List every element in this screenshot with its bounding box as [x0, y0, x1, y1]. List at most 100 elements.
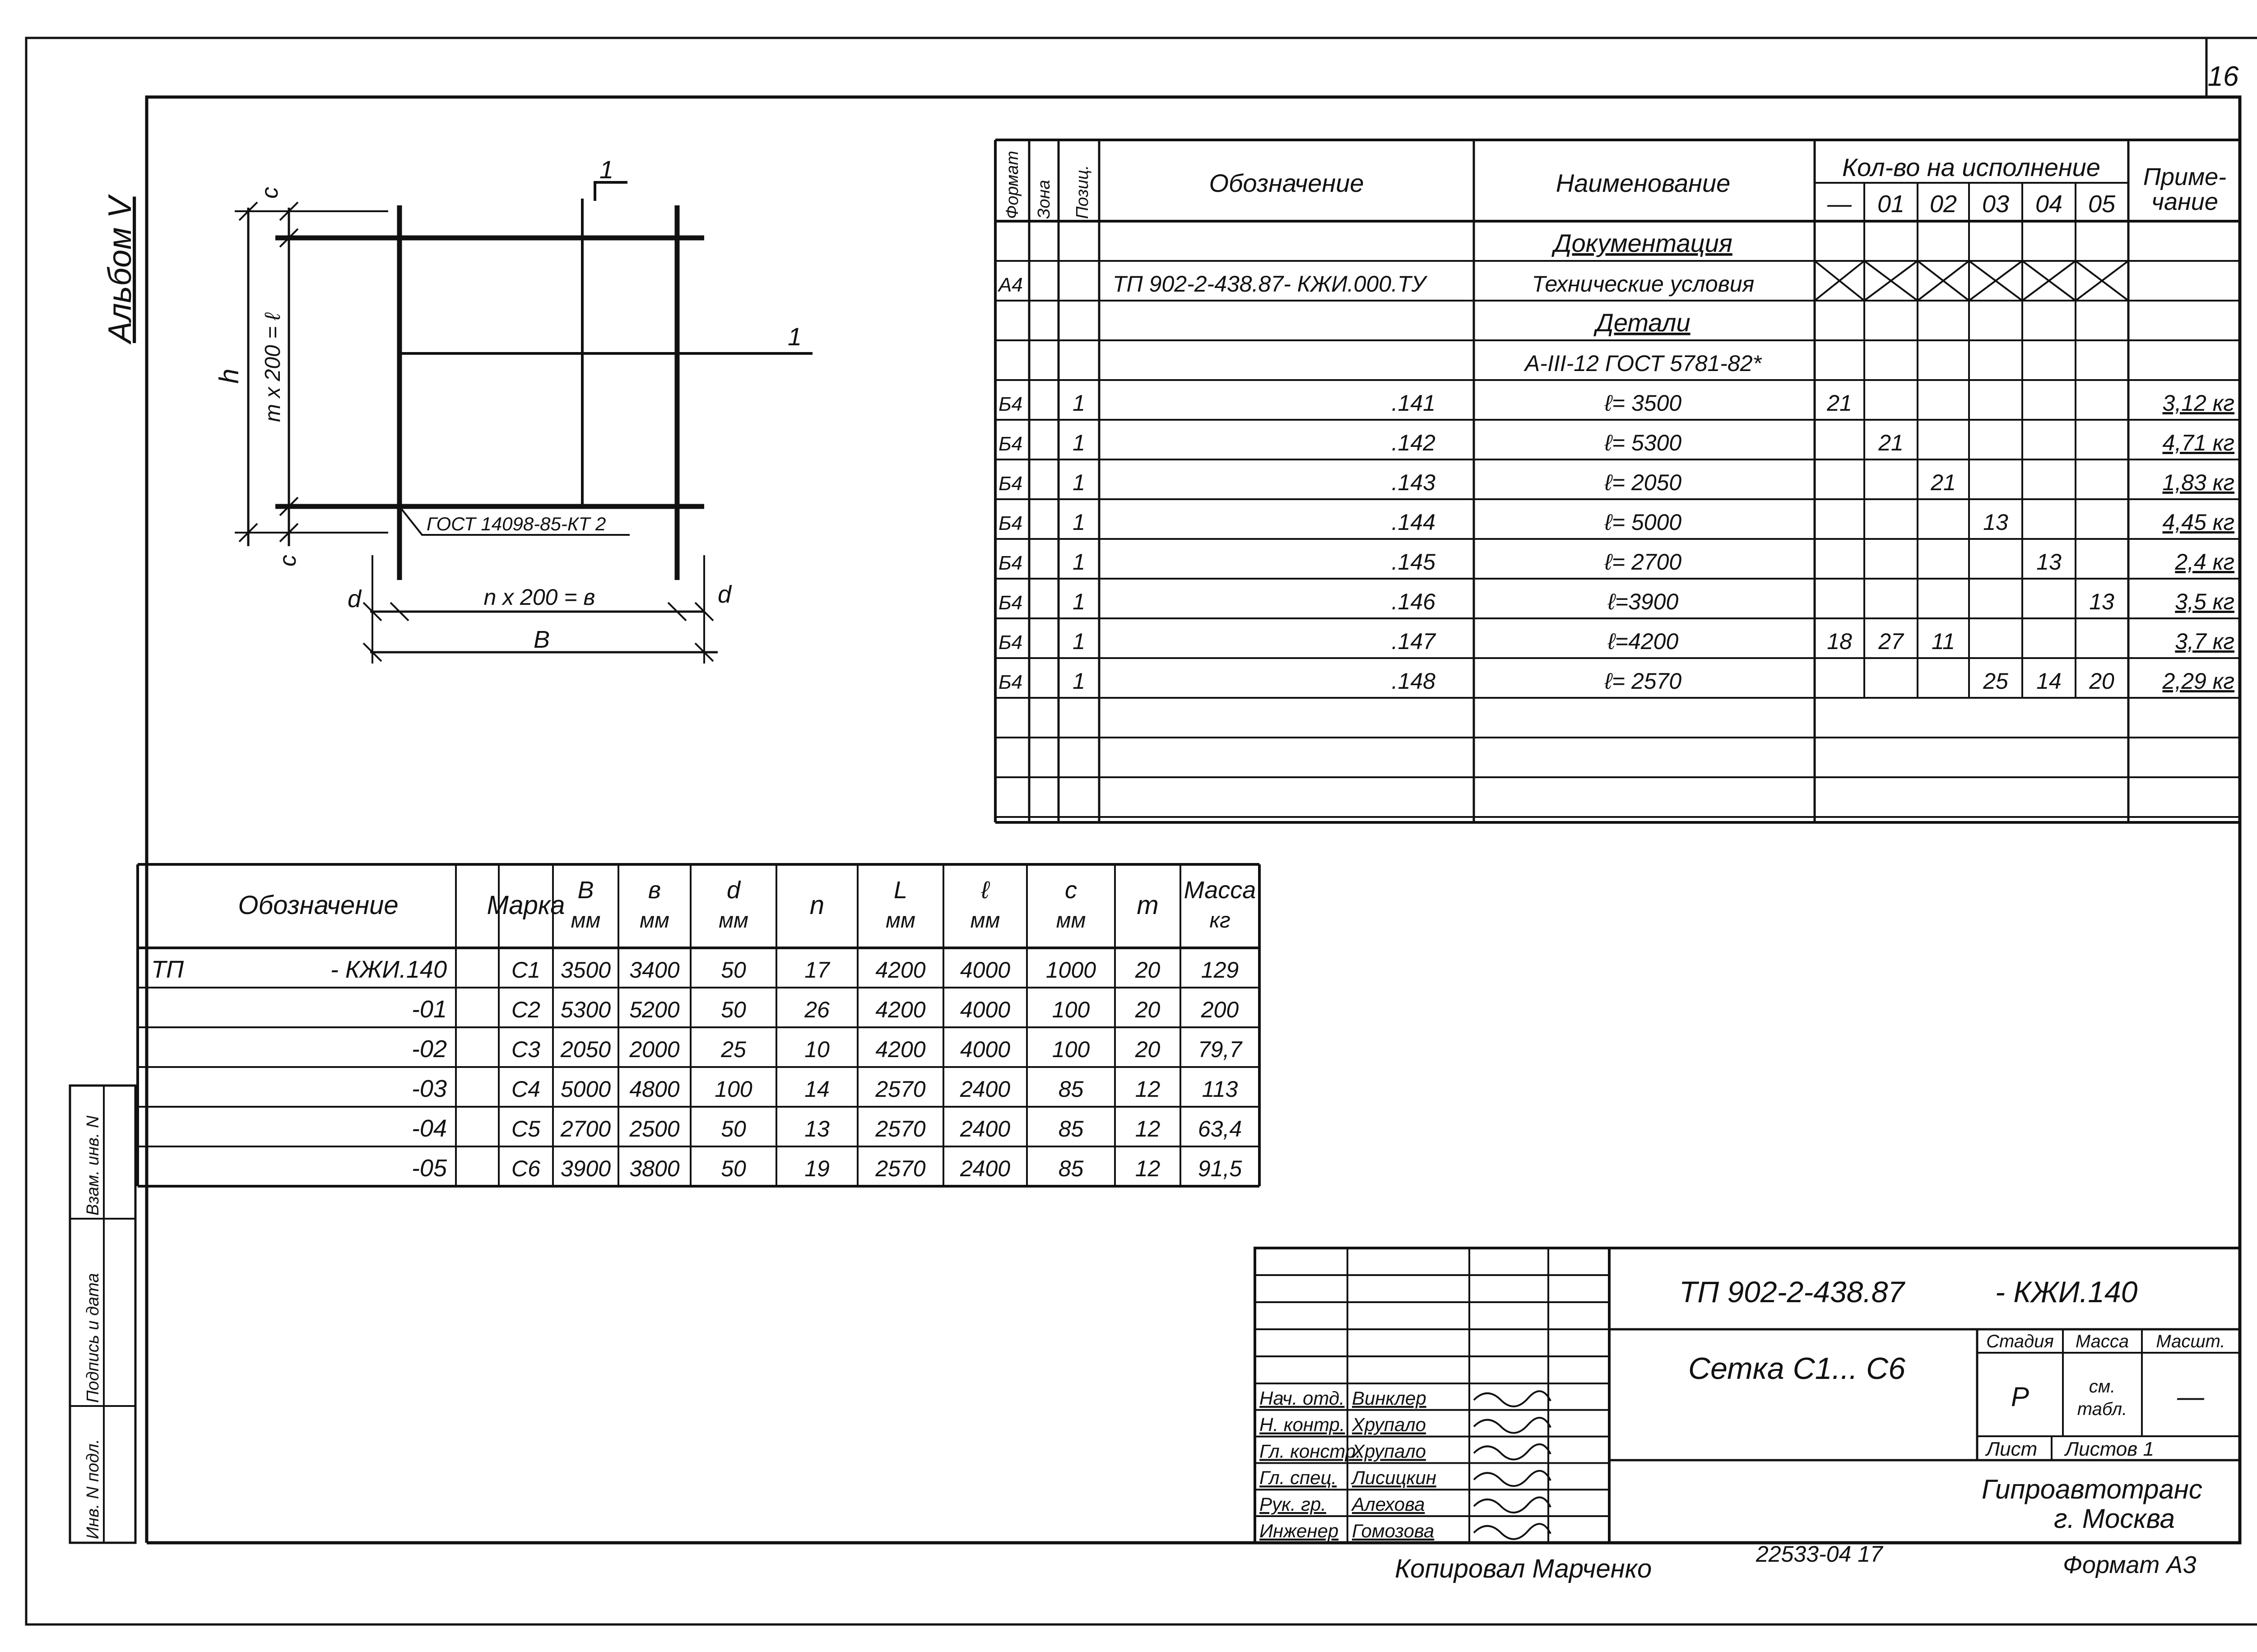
spec-format: Б4: [998, 473, 1022, 495]
marks-value: 3900: [561, 1156, 611, 1181]
dim-d-right: d: [718, 581, 732, 608]
marks-header: L: [894, 877, 907, 904]
spec-name: Детали: [1593, 308, 1690, 337]
spec-format: Б4: [998, 512, 1022, 534]
tb-mass-2: табл.: [2077, 1399, 2127, 1419]
spec-position: 1: [1073, 470, 1085, 495]
marks-value: 2500: [629, 1116, 679, 1142]
signature-name: Алехова: [1351, 1494, 1425, 1515]
spec-quantity: 20: [2089, 668, 2114, 694]
grid-line: [1814, 260, 1865, 302]
header-zone: Зона: [1035, 180, 1054, 219]
marks-value: 2570: [875, 1077, 925, 1102]
header-position: Позиц.: [1073, 165, 1092, 219]
section-mark-right: 1: [788, 322, 802, 351]
header-format: Формат: [1003, 151, 1022, 219]
marks-header: мм: [1056, 909, 1086, 933]
spec-designation: .143: [1392, 470, 1436, 495]
spec-designation: .142: [1392, 430, 1436, 455]
header-name: Наименование: [1556, 169, 1730, 197]
marks-header: d: [727, 877, 741, 904]
side-stamp-replace: Взам. инв. N: [84, 1115, 102, 1216]
tb-stage: Р: [2011, 1382, 2029, 1412]
marks-value: 2050: [560, 1037, 611, 1062]
marks-value: 14: [804, 1077, 830, 1102]
marks-value: 4000: [960, 957, 1010, 983]
spec-quantity: 13: [2036, 549, 2062, 575]
marks-value: 2400: [960, 1116, 1010, 1142]
marks-value: 100: [1052, 1037, 1090, 1062]
spec-name: ℓ=3900: [1607, 589, 1679, 614]
marks-value: 50: [721, 1156, 746, 1181]
dim-c-bottom: c: [275, 555, 301, 566]
marks-value: С4: [511, 1077, 540, 1102]
signature-name: Хрупало: [1351, 1440, 1426, 1462]
spec-quantity: 11: [1932, 629, 1955, 654]
marks-value: С6: [511, 1156, 540, 1181]
marks-header: В: [577, 877, 594, 904]
tb-doc-suffix: - КЖИ.140: [1995, 1275, 2138, 1309]
header-variant: 02: [1930, 190, 1957, 218]
spec-note: 3,5 кг: [2175, 589, 2234, 614]
marks-header: мм: [719, 909, 748, 933]
marks-value: 100: [715, 1077, 752, 1102]
spec-position: 1: [1073, 629, 1085, 654]
marks-value: 20: [1135, 957, 1161, 983]
spec-note: 3,7 кг: [2175, 629, 2234, 654]
spec-name: ℓ= 3500: [1604, 390, 1682, 416]
signature-mark: [1473, 1417, 1551, 1434]
marks-designation: -05: [412, 1155, 447, 1182]
spec-note: 3,12 кг: [2163, 390, 2234, 416]
header-variant: 03: [1982, 190, 2009, 218]
marks-value: 2000: [629, 1037, 679, 1062]
grid-line: [2021, 260, 2076, 302]
signature-name: Хрупало: [1351, 1414, 1426, 1435]
marks-value: 5000: [561, 1077, 611, 1102]
marks-value: 85: [1059, 1116, 1084, 1142]
weld-note: ГОСТ 14098-85-КТ 2: [427, 513, 606, 534]
marks-value: 50: [721, 957, 746, 983]
signature-role: Нач. отд.: [1259, 1387, 1345, 1409]
spec-note: 2,4 кг: [2174, 549, 2234, 575]
marks-designation: -02: [412, 1035, 447, 1063]
marks-value: 2570: [875, 1116, 925, 1142]
tb-mass-1: см.: [2089, 1377, 2116, 1397]
spec-designation: ТП 902-2-438.87- КЖИ.000.ТУ: [1113, 271, 1428, 297]
signature-mark: [1473, 1390, 1551, 1407]
marks-value: 12: [1135, 1116, 1161, 1142]
signature-mark: [1473, 1470, 1551, 1487]
dim-n: n x 200 = в: [483, 585, 595, 610]
dim-m: m x 200 = ℓ: [261, 312, 285, 422]
spec-designation: .144: [1392, 510, 1435, 535]
marks-designation: -01: [412, 996, 447, 1023]
tb-stage-label: Стадия: [1986, 1332, 2054, 1351]
marks-header: мм: [571, 909, 601, 933]
spec-position: 1: [1073, 430, 1085, 455]
page-number: 16: [2208, 61, 2239, 92]
spec-format: Б4: [998, 592, 1022, 614]
spec-designation: .148: [1392, 668, 1436, 694]
marks-value: 2400: [960, 1077, 1010, 1102]
marks-value: 100: [1052, 997, 1090, 1022]
header-note: чание: [2151, 188, 2218, 215]
marks-designation: - КЖИ.140: [330, 956, 447, 983]
marks-value: 12: [1135, 1077, 1161, 1102]
marks-header: n: [810, 891, 824, 920]
marks-value: 2570: [875, 1156, 925, 1181]
spec-format: Б4: [998, 671, 1022, 693]
marks-value: 20: [1135, 1037, 1161, 1062]
marks-value: 200: [1201, 997, 1239, 1022]
marks-table: [136, 863, 1261, 1188]
spec-format: Б4: [998, 552, 1022, 574]
marks-designation: -04: [412, 1115, 447, 1142]
marks-value: 25: [720, 1037, 746, 1062]
spec-name: ℓ= 2050: [1604, 470, 1682, 495]
marks-value: С2: [511, 997, 540, 1022]
spec-name: А-III-12 ГОСТ 5781-82*: [1523, 351, 1762, 376]
spec-name: Документация: [1551, 229, 1732, 257]
header-variant: 05: [2088, 190, 2116, 218]
spec-designation: .145: [1392, 549, 1436, 575]
signature-mark: [1473, 1523, 1551, 1540]
